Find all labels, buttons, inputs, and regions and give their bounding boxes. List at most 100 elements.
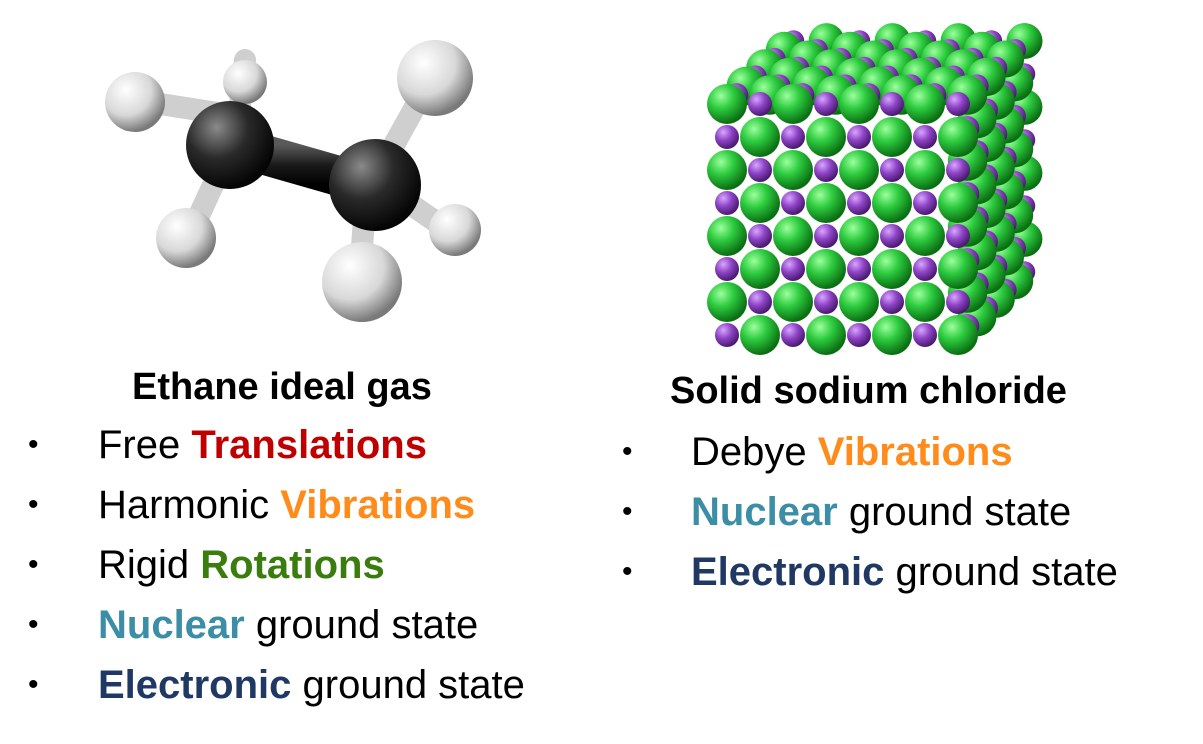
- bullet-icon: •: [28, 488, 39, 521]
- chlorine-atom: [938, 183, 978, 223]
- hydrogen-atom: [429, 204, 481, 256]
- sodium-atom: [715, 257, 739, 281]
- highlight-term: Electronic: [691, 550, 885, 594]
- highlight-term: Nuclear: [691, 490, 838, 534]
- item-text: Rigid: [98, 543, 201, 587]
- sodium-atom: [913, 125, 937, 149]
- sodium-atom: [946, 224, 970, 248]
- chlorine-atom: [938, 249, 978, 289]
- sodium-atom: [880, 92, 904, 116]
- highlight-term: Rotations: [200, 543, 385, 587]
- sodium-atom: [748, 92, 772, 116]
- sodium-atom: [880, 224, 904, 248]
- sodium-atom: [847, 257, 871, 281]
- item-text: Free: [98, 423, 192, 467]
- sodium-atom: [880, 158, 904, 182]
- chlorine-atom: [773, 150, 813, 190]
- sodium-atom: [814, 290, 838, 314]
- sodium-atom: [781, 257, 805, 281]
- sodium-atom: [715, 125, 739, 149]
- chlorine-atom: [872, 117, 912, 157]
- highlight-term: Translations: [191, 423, 427, 467]
- chlorine-atom: [707, 216, 747, 256]
- chlorine-atom: [905, 150, 945, 190]
- chlorine-atom: [839, 150, 879, 190]
- sodium-chloride-crystal-icon: [707, 23, 1043, 355]
- hydrogen-atom: [223, 60, 267, 104]
- sodium-atom: [913, 257, 937, 281]
- ethane-panel: Ethane ideal gas • Free Translations • H…: [0, 0, 600, 744]
- item-text: ground state: [884, 550, 1118, 594]
- sodium-chloride-panel: Solid sodium chloride • Debye Vibrations…: [600, 0, 1203, 744]
- chlorine-atom: [905, 216, 945, 256]
- chlorine-atom: [839, 84, 879, 124]
- bullet-icon: •: [28, 548, 39, 581]
- sodium-atom: [814, 158, 838, 182]
- item-text: ground state: [837, 490, 1072, 534]
- chlorine-atom: [740, 183, 780, 223]
- chlorine-atom: [839, 216, 879, 256]
- bullet-icon: •: [622, 495, 633, 528]
- chlorine-atom: [905, 282, 945, 322]
- highlight-term: Vibrations: [280, 483, 476, 527]
- chlorine-atom: [872, 315, 912, 355]
- sodium-atom: [847, 323, 871, 347]
- hydrogen-atom: [156, 208, 216, 268]
- item-text: Harmonic: [98, 483, 281, 527]
- chlorine-atom: [740, 315, 780, 355]
- chlorine-atom: [839, 282, 879, 322]
- highlight-term: Electronic: [98, 663, 292, 707]
- item-text: ground state: [244, 603, 479, 647]
- bullet-icon: •: [622, 555, 633, 588]
- chlorine-atom: [740, 117, 780, 157]
- chlorine-atom: [806, 183, 846, 223]
- sodium-atom: [847, 191, 871, 215]
- item-text: ground state: [291, 663, 525, 707]
- sodium-atom: [913, 191, 937, 215]
- chlorine-atom: [905, 84, 945, 124]
- chlorine-atom: [938, 315, 978, 355]
- sodium-atom: [781, 323, 805, 347]
- bullet-icon: •: [28, 608, 39, 641]
- hydrogen-atom: [322, 242, 402, 322]
- chlorine-atom: [938, 117, 978, 157]
- ethane-heading: Ethane ideal gas: [132, 366, 432, 408]
- highlight-term: Nuclear: [98, 603, 245, 647]
- sodium-atom: [946, 158, 970, 182]
- sodium-atom: [781, 191, 805, 215]
- sodium-atom: [814, 92, 838, 116]
- bullet-icon: •: [622, 435, 633, 468]
- sodium-atom: [946, 92, 970, 116]
- chlorine-atom: [740, 249, 780, 289]
- hydrogen-atom: [397, 40, 473, 116]
- chlorine-atom: [806, 249, 846, 289]
- chlorine-atom: [707, 282, 747, 322]
- chlorine-atom: [806, 315, 846, 355]
- chlorine-atom: [872, 249, 912, 289]
- bullet-icon: •: [28, 428, 39, 461]
- chlorine-atom: [773, 282, 813, 322]
- chlorine-atom: [707, 84, 747, 124]
- item-text: Debye: [691, 430, 818, 474]
- sodium-atom: [946, 290, 970, 314]
- highlight-term: Vibrations: [817, 430, 1013, 474]
- sodium-atom: [814, 224, 838, 248]
- chlorine-atom: [707, 150, 747, 190]
- sodium-atom: [715, 191, 739, 215]
- sodium-chloride-heading: Solid sodium chloride: [670, 370, 1067, 412]
- chlorine-atom: [773, 84, 813, 124]
- sodium-atom: [748, 224, 772, 248]
- chlorine-atom: [773, 216, 813, 256]
- chlorine-atom: [806, 117, 846, 157]
- sodium-atom: [880, 290, 904, 314]
- sodium-atom: [715, 323, 739, 347]
- ethane-molecule-icon: [105, 40, 481, 322]
- hydrogen-atom: [105, 72, 165, 132]
- sodium-atom: [847, 125, 871, 149]
- sodium-atom: [748, 158, 772, 182]
- sodium-atom: [781, 125, 805, 149]
- carbon-atom: [186, 101, 274, 189]
- sodium-atom: [913, 323, 937, 347]
- chlorine-atom: [872, 183, 912, 223]
- carbon-atom: [329, 139, 421, 231]
